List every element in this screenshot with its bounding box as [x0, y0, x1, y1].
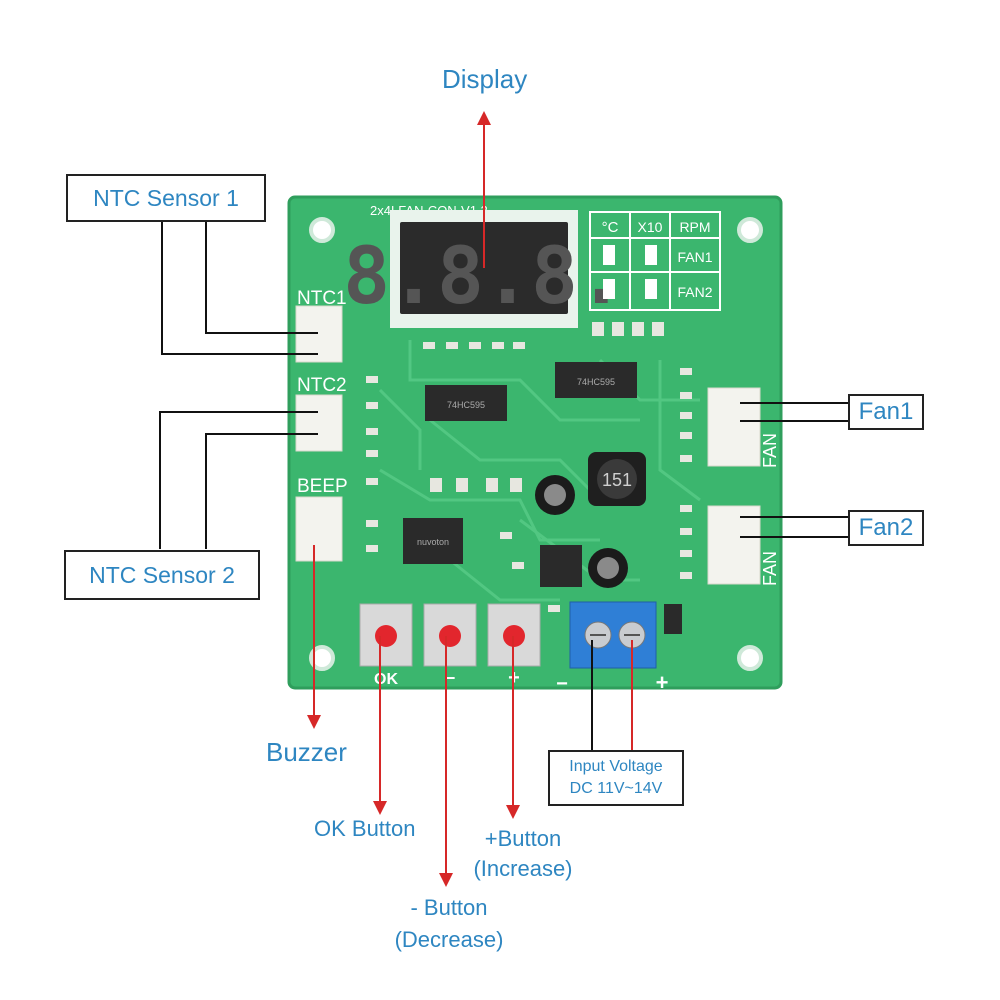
diode: [664, 604, 682, 634]
fan1-box: Fan1: [848, 394, 924, 430]
ic-label: 74HC595: [577, 377, 615, 387]
unit-celsius: °C: [602, 219, 619, 236]
silk-fan1: FAN: [760, 433, 780, 468]
buzzer-label: Buzzer: [266, 737, 347, 767]
row-fan1: FAN1: [677, 249, 712, 265]
ntc2-wire: [205, 433, 318, 549]
regulator-chip: [540, 545, 582, 587]
capacitor: [535, 475, 575, 515]
inductor: 151: [588, 452, 646, 506]
fan2-connector: [707, 505, 761, 585]
ok-button-label: OK Button: [314, 816, 416, 841]
fan1-label: Fan1: [858, 398, 914, 425]
ntc-sensor-2-box: NTC Sensor 2: [64, 550, 260, 600]
plus-button-line2: (Increase): [473, 856, 573, 881]
minus-button-line2: (Decrease): [394, 927, 504, 952]
silk-term-minus: −: [556, 673, 568, 695]
ic-chip: 74HC595: [555, 362, 637, 398]
fan2-box: Fan2: [848, 510, 924, 546]
silk-term-plus: +: [656, 670, 669, 695]
mounting-hole: [737, 645, 763, 671]
plus-button-line1: +Button: [484, 826, 562, 851]
ntc-sensor-1-box: NTC Sensor 1: [66, 174, 266, 222]
plus-button-label: +Button (Increase): [464, 824, 582, 884]
fan1-connector: [707, 387, 761, 467]
silk-minus: −: [445, 668, 456, 688]
ntc-sensor-1-label: NTC Sensor 1: [93, 184, 239, 211]
silk-beep: BEEP: [297, 476, 348, 497]
mounting-hole: [737, 217, 763, 243]
ic-label: 74HC595: [447, 400, 485, 410]
silk-ntc1: NTC1: [297, 288, 347, 309]
pcb-traces: [378, 340, 701, 602]
display-label: Display: [442, 64, 528, 94]
smd-components: [366, 322, 692, 612]
minus-pushbutton: [423, 603, 477, 667]
row-fan2: FAN2: [677, 284, 712, 300]
ic-chip: 74HC595: [425, 385, 507, 421]
unit-indicator-table: [589, 211, 721, 311]
ntc2-wire: [159, 411, 318, 549]
input-voltage-line1: Input Voltage: [569, 758, 663, 775]
ntc1-wire: [161, 220, 318, 355]
mcu-label: nuvoton: [417, 537, 449, 547]
callout-lines: [159, 111, 848, 887]
silk-fan2: FAN: [760, 551, 780, 586]
power-terminal-block: [569, 601, 657, 669]
ntc-sensor-2-label: NTC Sensor 2: [89, 561, 235, 588]
silk-ok: OK: [374, 671, 398, 688]
capacitor: [588, 548, 628, 588]
silk-ntc2: NTC2: [297, 375, 347, 396]
input-voltage-line2: DC 11V~14V: [569, 780, 663, 797]
ntc2-connector: [295, 394, 343, 452]
ntc1-wire: [205, 220, 318, 334]
beep-connector: [295, 496, 343, 562]
indicator-leds: [603, 245, 657, 299]
mcu-chip: nuvoton: [403, 518, 463, 564]
fan2-label: Fan2: [858, 514, 914, 541]
ok-pushbutton: [359, 603, 413, 667]
input-voltage-box: Input Voltage DC 11V~14V: [548, 750, 684, 806]
minus-button-label: - Button (Decrease): [382, 892, 516, 956]
mounting-hole: [309, 645, 335, 671]
unit-rpm: RPM: [679, 219, 710, 235]
minus-button-line1: - Button: [410, 895, 488, 920]
pcb-board: 2x4LFAN-CON-V1.2 8.8.8. °C X10 RPM FAN1 …: [287, 195, 783, 695]
inductor-label: 151: [602, 470, 632, 490]
mounting-hole: [309, 217, 335, 243]
unit-x10: X10: [638, 219, 663, 235]
